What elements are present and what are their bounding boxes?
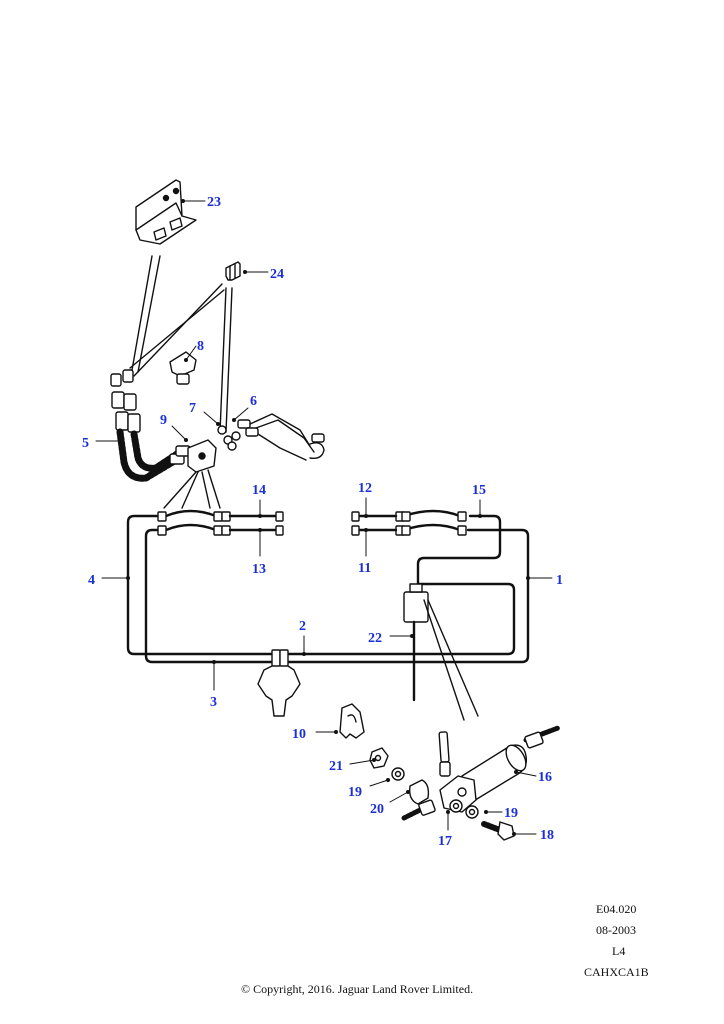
pipe-fittings-part-6-7 (217, 413, 325, 461)
callout-12: 12 (358, 481, 372, 496)
callout-14: 14 (252, 483, 266, 498)
callout-5: 5 (82, 436, 89, 451)
leader-dots (118, 199, 530, 836)
callout-20: 20 (370, 802, 384, 817)
pipe-unions (157, 511, 467, 536)
brake-pipes-main (126, 509, 530, 664)
callout-21: 21 (329, 759, 343, 774)
callout-19-left: 19 (348, 785, 362, 800)
callout-13: 13 (252, 562, 266, 577)
callout-10: 10 (292, 727, 306, 742)
callout-2: 2 (299, 619, 306, 634)
short-pipes-11-12 (351, 511, 398, 536)
valve-assembly-part-16 (401, 725, 561, 821)
pointer-lines-top (129, 255, 233, 433)
fitting-part-8 (169, 351, 197, 385)
callout-19-right: 19 (504, 806, 518, 821)
bracket-block-part-9 (163, 439, 221, 509)
small-parts-18-21 (369, 747, 515, 841)
callout-4: 4 (88, 573, 95, 588)
callout-23: 23 (207, 195, 221, 210)
bracket-part-23 (135, 179, 197, 245)
callout-11: 11 (358, 561, 371, 576)
callout-18: 18 (540, 828, 554, 843)
central-junction (257, 649, 301, 717)
diagram-code: CAHXCA1B (584, 965, 649, 979)
callout-labels: 23 24 8 5 9 7 6 4 1 2 3 14 13 12 11 15 2… (82, 195, 563, 849)
callout-8: 8 (197, 339, 204, 354)
pressure-valve-part-22 (403, 583, 479, 721)
callout-3: 3 (210, 695, 217, 710)
diagram-level: L4 (612, 944, 626, 958)
callout-24: 24 (270, 267, 284, 282)
callout-9: 9 (160, 413, 167, 428)
callout-6: 6 (250, 394, 257, 409)
clip-part-10 (339, 703, 365, 739)
callout-22: 22 (368, 631, 382, 646)
diagram-reference: E04.020 (596, 902, 637, 916)
callout-17: 17 (438, 834, 452, 849)
clip-part-24 (225, 261, 241, 281)
short-pipes-13-14 (228, 511, 284, 536)
callout-16: 16 (538, 770, 552, 785)
callout-7: 7 (189, 401, 196, 416)
leader-lines (95, 200, 553, 835)
callout-1: 1 (556, 573, 563, 588)
copyright-notice: © Copyright, 2016. Jaguar Land Rover Lim… (241, 982, 474, 996)
flexible-hoses-part-5 (110, 369, 191, 482)
diagram-date: 08-2003 (596, 923, 636, 937)
callout-15: 15 (472, 483, 486, 498)
